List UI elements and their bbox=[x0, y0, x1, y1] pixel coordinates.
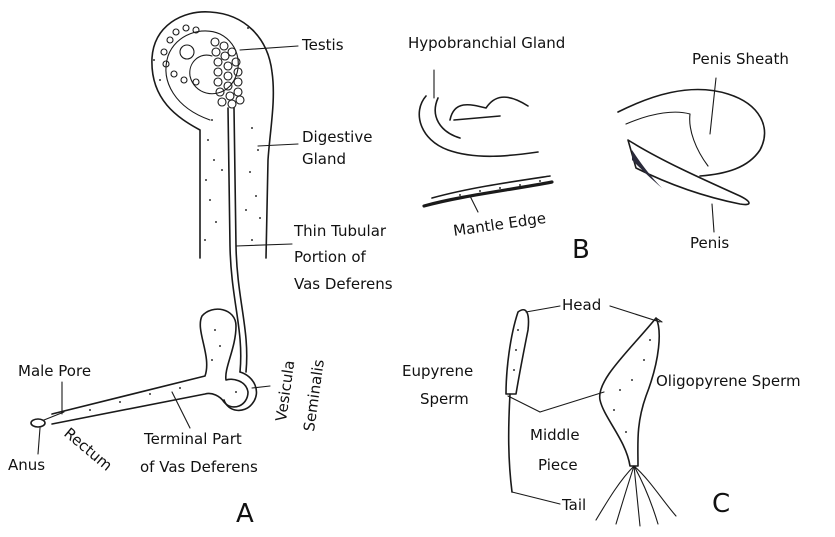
label-thin-tubular-line3: Vas Deferens bbox=[294, 275, 393, 294]
testis-follicles bbox=[161, 25, 244, 108]
panel-b-leaders bbox=[434, 70, 716, 232]
hypobranchial-gland bbox=[419, 96, 538, 156]
panel-c-leaders bbox=[508, 306, 660, 504]
eupyrene-head bbox=[506, 310, 529, 394]
panel-c-drawing bbox=[506, 306, 676, 526]
label-eupyrene-line2: Sperm bbox=[420, 390, 469, 409]
label-digestive-gland-line1: Digestive bbox=[302, 128, 372, 147]
label-male-pore: Male Pore bbox=[18, 362, 91, 381]
oligopyrene-tail-tuft bbox=[596, 466, 676, 526]
label-terminal-part-line2: of Vas Deferens bbox=[140, 458, 258, 477]
panel-b-drawing bbox=[419, 70, 764, 232]
label-tail: Tail bbox=[562, 496, 586, 515]
label-middle-piece-line1: Middle bbox=[530, 426, 580, 445]
oligopyrene-stipple bbox=[613, 339, 651, 433]
label-eupyrene-line1: Eupyrene bbox=[402, 362, 473, 381]
label-terminal-part-line1: Terminal Part bbox=[144, 430, 242, 449]
eupyrene-tail bbox=[509, 394, 512, 492]
label-middle-piece-line2: Piece bbox=[538, 456, 578, 475]
label-anus: Anus bbox=[8, 456, 45, 475]
label-head: Head bbox=[562, 296, 601, 315]
label-digestive-gland-line2: Gland bbox=[302, 150, 346, 169]
label-penis: Penis bbox=[690, 234, 729, 253]
panel-a-letter: A bbox=[236, 500, 254, 528]
label-thin-tubular-line2: Portion of bbox=[294, 248, 366, 267]
coil-centre bbox=[180, 45, 194, 59]
hypobranchial-gland-inner bbox=[435, 98, 460, 138]
penis-sheath-inner bbox=[626, 112, 708, 166]
hypobranchial-fold bbox=[450, 97, 528, 120]
label-penis-sheath: Penis Sheath bbox=[692, 50, 789, 69]
panel-a-drawing bbox=[31, 12, 298, 454]
label-testis: Testis bbox=[302, 36, 344, 55]
anus-opening bbox=[31, 419, 45, 427]
label-thin-tubular-line1: Thin Tubular bbox=[294, 222, 386, 241]
mantle-stipple bbox=[459, 180, 541, 196]
digestive-stipple bbox=[153, 27, 261, 241]
panel-b-letter: B bbox=[572, 236, 590, 264]
label-oligopyrene-sperm: Oligopyrene Sperm bbox=[656, 372, 801, 391]
label-hypobranchial-gland: Hypobranchial Gland bbox=[408, 34, 565, 53]
panel-c-letter: C bbox=[712, 490, 730, 518]
eupyrene-stipple bbox=[513, 329, 519, 371]
